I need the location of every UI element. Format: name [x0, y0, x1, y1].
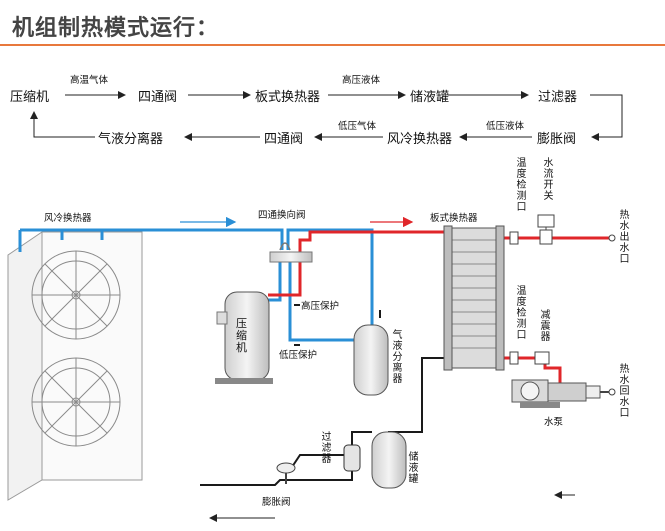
label-compressor: 压缩机 — [236, 317, 247, 354]
page-title: 机组制热模式运行： — [12, 16, 220, 41]
separator-body — [353, 324, 389, 396]
label-separator: 气液分离器 — [392, 330, 403, 385]
label-temp-outlet: 温度检测口 — [516, 158, 527, 213]
flow-label-lp-liquid: 低压液体 — [486, 121, 525, 132]
flow-label-hot-gas: 高温气体 — [70, 75, 109, 86]
filter-body — [343, 444, 361, 472]
flow-compressor: 压缩机 — [10, 90, 50, 105]
label-hot-water-return: 热水回水口 — [619, 364, 630, 419]
label-fourway-valve: 四通换向阀 — [258, 210, 306, 221]
flow-label-lp-gas: 低压气体 — [338, 121, 377, 132]
plate-hx-body — [443, 225, 505, 371]
title-divider — [0, 44, 665, 46]
label-receiver: 储液罐 — [408, 452, 419, 485]
label-high-pressure: 高压保护 — [301, 301, 340, 312]
liquid-pipes — [200, 304, 448, 486]
water-pump-body — [511, 379, 616, 408]
label-pump: 水泵 — [544, 417, 564, 428]
label-hot-water-out: 热水出水口 — [619, 210, 630, 265]
label-filter: 过滤器 — [321, 432, 332, 465]
label-damper: 减震器 — [540, 310, 551, 343]
flow-fourway-bottom: 四通阀 — [264, 132, 304, 147]
air-hx-unit — [7, 230, 143, 501]
flow-fourway-top: 四通阀 — [138, 90, 178, 105]
label-air-hx: 风冷换热器 — [44, 213, 92, 224]
cold-pipes — [20, 228, 374, 342]
outlet-fittings — [509, 214, 616, 365]
flow-filter: 过滤器 — [538, 90, 578, 105]
flow-label-hp-liquid: 高压液体 — [342, 75, 381, 86]
flow-arrows — [30, 91, 623, 141]
flow-air-hx: 风冷换热器 — [387, 132, 453, 147]
label-low-pressure: 低压保护 — [279, 350, 318, 361]
flow-arrow — [30, 111, 95, 138]
expansion-valve-body — [276, 462, 296, 484]
label-expansion-valve: 膨胀阀 — [262, 497, 291, 508]
label-temp-inlet: 温度检测口 — [516, 286, 527, 341]
flow-separator: 气液分离器 — [98, 132, 164, 147]
flow-arrow — [590, 94, 623, 141]
flow-expansion: 膨胀阀 — [537, 132, 577, 147]
receiver-body — [371, 431, 407, 489]
compressor-body — [215, 291, 273, 384]
fourway-valve — [269, 242, 313, 263]
label-plate-hx: 板式换热器 — [430, 213, 478, 224]
flow-plate-hx: 板式换热器 — [255, 90, 321, 105]
flow-receiver: 储液罐 — [410, 90, 450, 105]
label-water-switch: 水流开关 — [543, 158, 554, 202]
